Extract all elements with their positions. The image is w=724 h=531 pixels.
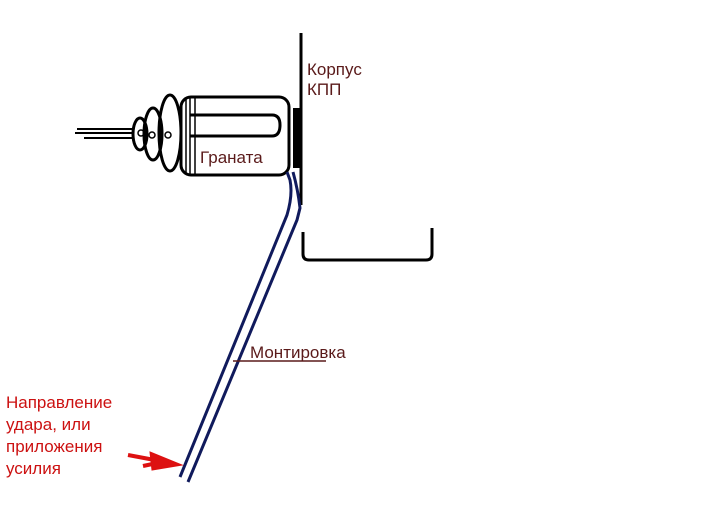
crowbar xyxy=(178,171,302,483)
housing-label-line2: КПП xyxy=(307,80,342,99)
drive-shaft xyxy=(75,128,134,139)
direction-label-line3: приложения xyxy=(6,437,103,456)
boot-bellows xyxy=(131,93,183,173)
direction-label-line2: удара, или xyxy=(6,415,91,434)
flange-plate xyxy=(293,108,300,168)
crowbar-label: Монтировка xyxy=(250,343,346,362)
force-direction-arrow xyxy=(127,451,184,471)
grenade-label: Граната xyxy=(200,148,263,167)
direction-label-line1: Направление xyxy=(6,393,113,412)
gearbox-housing xyxy=(299,33,434,262)
direction-label-line4: усилия xyxy=(6,459,61,478)
housing-label-line1: Корпус xyxy=(307,60,362,79)
